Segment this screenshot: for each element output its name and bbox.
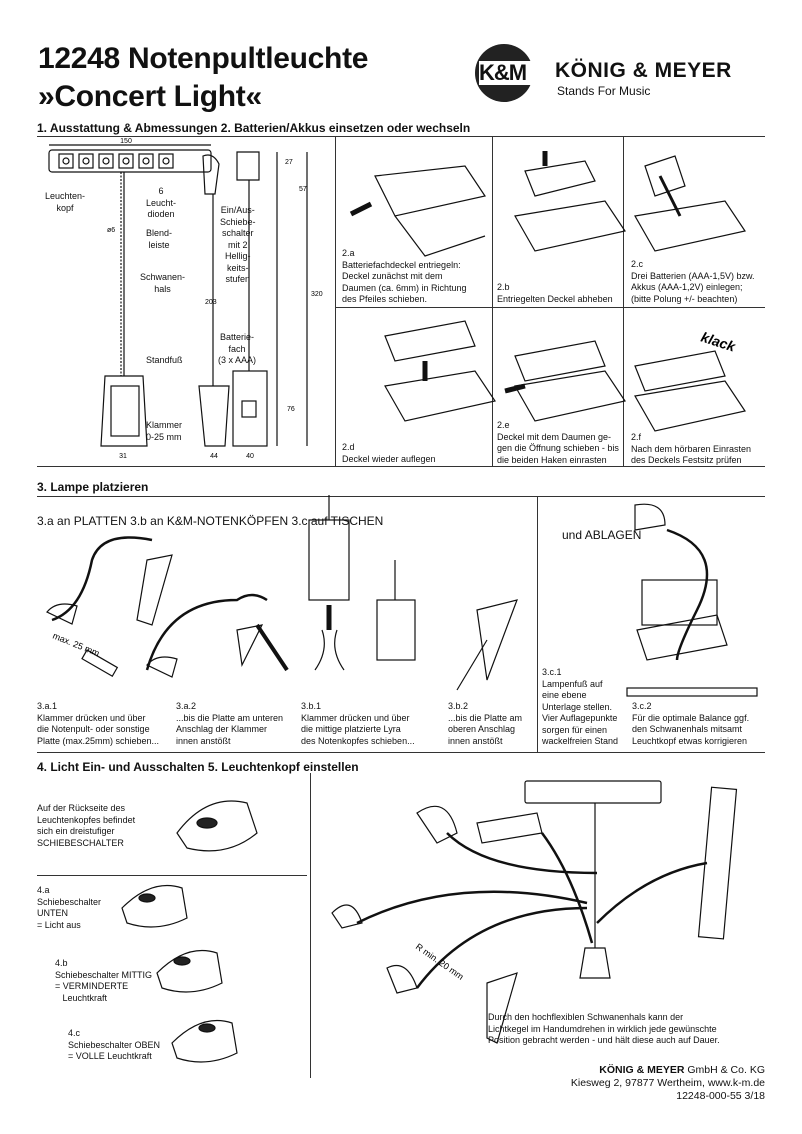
- step-4c-text: 4.c Schiebeschalter OBEN = VOLLE Leuchtk…: [68, 1028, 161, 1061]
- step-3c2-text: 3.c.2 Für die optimale Balance ggf. den …: [632, 701, 750, 746]
- step-2e-text: 2.e Deckel mit dem Daumen ge- gen die Öf…: [497, 420, 619, 465]
- step-3a2-text: 3.a.2 ...bis die Platte am unteren Ansch…: [176, 701, 284, 746]
- divider: [492, 136, 493, 466]
- step-3a1-text: 3.a.1 Klammer drücken und über die Noten…: [37, 701, 160, 746]
- dim-d6: ø6: [107, 227, 115, 234]
- dim-76: 76: [287, 406, 295, 413]
- divider: [335, 307, 765, 308]
- switch-intro-text: Auf der Rückseite des Leuchtenkopfes bef…: [37, 803, 136, 848]
- divider: [37, 752, 765, 753]
- battery-steps-drawing: klack: [349, 151, 746, 432]
- step-2b-text: 2.b Entriegelten Deckel abheben: [497, 282, 613, 304]
- dim-57: 57: [299, 186, 307, 193]
- divider: [623, 136, 624, 466]
- label-blendleiste: Blend- leiste: [146, 228, 173, 250]
- section-4-5-heading: 4. Licht Ein- und Ausschalten 5. Leuchte…: [37, 760, 359, 774]
- step-2d-text: 2.d Deckel wieder auflegen: [342, 442, 436, 464]
- divider: [537, 496, 538, 752]
- divider: [335, 136, 336, 466]
- label-klammer: Klammer 0-25 mm: [146, 420, 183, 442]
- dim-44: 44: [210, 453, 218, 460]
- step-2c-text: 2.c Drei Batterien (AAA-1,5V) bzw. Akkus…: [631, 259, 755, 304]
- step-3b1-text: 3.b.1 Klammer drücken und über die mitti…: [301, 701, 415, 746]
- label-schwanenhals: Schwanen- hals: [140, 272, 186, 294]
- step-4a-text: 4.a Schiebeschalter UNTEN = Licht aus: [37, 885, 102, 930]
- brand-name: KÖNIG & MEYER: [555, 59, 732, 82]
- dim-320: 320: [311, 291, 323, 298]
- klack-text: klack: [699, 329, 738, 355]
- switch-and-head-drawing: R min. 20 mm: [121, 780, 738, 1063]
- label-leuchtdioden: 6 Leucht- dioden: [146, 186, 177, 219]
- footer-code: 12248-000-55 3/18: [676, 1090, 765, 1102]
- brand-slogan: Stands For Music: [557, 84, 651, 98]
- divider: [310, 773, 311, 1078]
- label-schalter: Ein/Aus- Schiebe- schalter mit 2 Hellig-…: [220, 205, 256, 284]
- step-3c1-text: 3.c.1 Lampenfuß auf eine ebene Unterlage…: [542, 667, 619, 746]
- dim-203: 203: [205, 299, 217, 306]
- title-line-2: »Concert Light«: [38, 80, 262, 113]
- divider: [37, 496, 765, 497]
- company-suffix: GmbH & Co. KG: [684, 1064, 765, 1076]
- logo-mark: K&M: [479, 61, 563, 85]
- step-3b2-text: 3.b.2 ...bis die Platte am oberen Anschl…: [448, 701, 523, 746]
- footer: KÖNIG & MEYER GmbH & Co. KG Kiesweg 2, 9…: [571, 1064, 765, 1103]
- divider: [37, 875, 307, 876]
- divider: [37, 136, 765, 137]
- label-leuchtenkopf: Leuchten- kopf: [45, 191, 86, 213]
- footer-address: Kiesweg 2, 97877 Wertheim, www.k-m.de: [570, 1077, 765, 1089]
- footer-company: KÖNIG & MEYER GmbH & Co. KG: [571, 1064, 765, 1077]
- dim-150: 150: [120, 138, 132, 145]
- company-name: KÖNIG & MEYER: [599, 1064, 685, 1076]
- km-logo: K&M KÖNIG & MEYER Stands For Music: [475, 44, 765, 102]
- step-4b-text: 4.b Schiebeschalter MITTIG = VERMINDERTE…: [55, 958, 153, 1003]
- divider: [37, 466, 765, 467]
- max-25mm-text: max. 25 mm: [51, 631, 101, 659]
- dim-31: 31: [119, 453, 127, 460]
- ablagen-text: und ABLAGEN: [562, 528, 642, 542]
- dim-27: 27: [285, 159, 293, 166]
- lamp-dimensions-drawing: 150 ø6 31 44 40 27 57 203 320 76: [48, 138, 323, 460]
- placement-drawing: max. 25 mm: [46, 495, 758, 697]
- section-1-2-heading: 1. Ausstattung & Abmessungen 2. Batterie…: [37, 121, 471, 135]
- dim-40: 40: [246, 453, 254, 460]
- label-batteriefach: Batterie- fach (3 x AAA): [218, 332, 257, 365]
- label-standfuss: Standfuß: [146, 355, 183, 365]
- title-line-1: 12248 Notenpultleuchte: [38, 42, 369, 75]
- page-title: 12248 Notenpultleuchte »Concert Light«: [38, 40, 368, 116]
- step-2f-text: 2.f Nach dem hörbaren Einrasten des Deck…: [631, 432, 752, 465]
- step-2a-text: 2.a Batteriefachdeckel entriegeln: Decke…: [342, 248, 467, 304]
- section-3-heading: 3. Lampe platzieren: [37, 480, 149, 494]
- step-5-text: Durch den hochflexiblen Schwanenhals kan…: [488, 1012, 720, 1045]
- section-3-subheading: 3.a an PLATTEN 3.b an K&M-NOTENKÖPFEN 3.…: [37, 514, 384, 528]
